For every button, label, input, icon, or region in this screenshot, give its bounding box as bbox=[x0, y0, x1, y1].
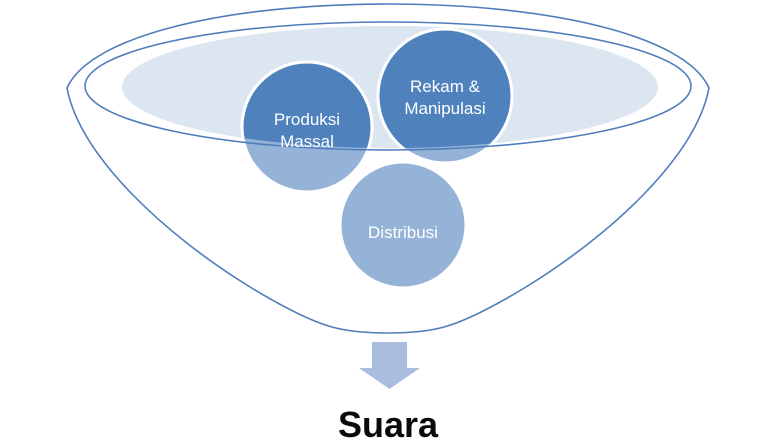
circle-rekam-manipulasi-top bbox=[376, 27, 514, 148]
down-arrow-icon bbox=[359, 342, 420, 389]
funnel-output-label: Suara bbox=[338, 404, 439, 445]
label-produksi-line2: Massal bbox=[280, 132, 334, 151]
label-produksi-line1: Produksi bbox=[274, 110, 340, 129]
label-rekam-line2: Manipulasi bbox=[404, 99, 485, 118]
label-rekam-line1: Rekam & bbox=[410, 77, 481, 96]
label-distribusi: Distribusi bbox=[368, 223, 438, 242]
funnel-outer-outline bbox=[66, 3, 710, 334]
funnel-inner-rim-outline bbox=[84, 21, 692, 151]
circle-dark-overlays bbox=[240, 27, 514, 148]
circle-produksi-massal-top bbox=[240, 60, 374, 148]
circle-distribusi-body bbox=[338, 160, 468, 290]
